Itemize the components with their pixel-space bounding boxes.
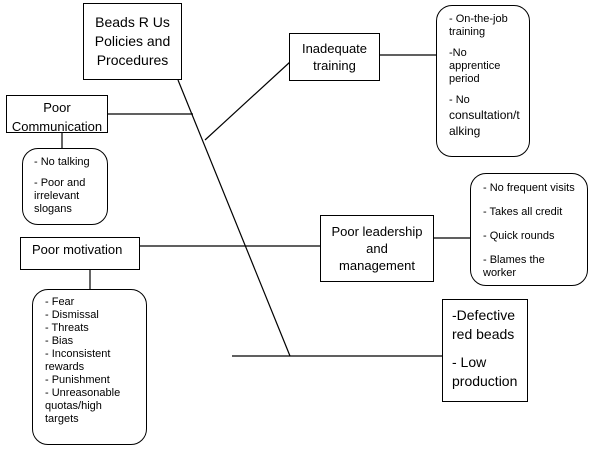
communication-details-box: - No talking - Poor and irrelevant sloga… (22, 148, 108, 225)
detail-item: training (449, 26, 486, 38)
communication-label-line: Poor (43, 100, 71, 115)
detail-item: - Quick rounds (483, 230, 555, 242)
detail-item: - Punishment (45, 374, 110, 386)
policies-label-line: Beads R Us (95, 14, 170, 30)
effect-item: production (452, 373, 518, 389)
detail-item: -No (449, 47, 467, 59)
detail-item: rewards (45, 361, 85, 373)
detail-item: targets (45, 413, 79, 425)
training-label-line: Inadequate (301, 41, 368, 56)
detail-item: apprentice (449, 60, 501, 72)
leadership-label-line: management (339, 258, 415, 273)
motivation-details-box: - Fear - Dismissal - Threats - Bias - In… (32, 289, 147, 445)
effect-item: - Low (452, 354, 487, 370)
main-bone-line (177, 79, 291, 357)
detail-item: - Blames the (483, 254, 545, 266)
detail-item: - On-the-job (449, 13, 508, 25)
training-details-box: - On-the-job training -No apprentice per… (436, 5, 530, 157)
detail-item: alking (449, 124, 481, 138)
detail-item: - No talking (34, 156, 90, 168)
cause-communication-box: Poor Communication (6, 95, 108, 133)
detail-item: - Fear (45, 296, 75, 308)
detail-item: period (449, 73, 480, 85)
policies-label-line: Procedures (96, 52, 169, 68)
detail-item: - Unreasonable (45, 387, 121, 399)
detail-item: - No frequent visits (483, 182, 575, 194)
effect-item: -Defective (452, 307, 516, 323)
detail-item: irrelevant (34, 190, 80, 202)
leadership-details-box: - No frequent visits - Takes all credit … (470, 173, 588, 286)
cause-motivation-box: Poor motivation (20, 237, 140, 270)
detail-item: - No (449, 94, 470, 106)
detail-item: - Inconsistent (45, 348, 111, 360)
effect-item: red beads (452, 326, 515, 342)
detail-item: - Threats (45, 322, 89, 334)
training-branch-line (204, 61, 291, 141)
detail-item: consultation/t (449, 108, 520, 122)
detail-item: worker (483, 267, 517, 279)
leadership-label-line: and (366, 241, 388, 256)
detail-item: - Bias (45, 335, 74, 347)
detail-item: - Poor and (34, 177, 86, 189)
detail-item: slogans (34, 203, 72, 215)
policies-label-line: Policies and (94, 33, 171, 49)
communication-label-line: Communication (11, 119, 103, 133)
cause-training-box: Inadequate training (289, 33, 380, 81)
detail-item: quotas/high (45, 400, 102, 412)
detail-item: - Takes all credit (483, 206, 563, 218)
training-label-line: training (313, 58, 356, 73)
effect-box: -Defective red beads - Low production (442, 299, 528, 402)
leadership-label-line: Poor leadership (331, 224, 423, 239)
motivation-label-line: Poor motivation (32, 242, 123, 257)
cause-leadership-box: Poor leadership and management (320, 215, 434, 282)
detail-item: - Dismissal (45, 309, 99, 321)
cause-policies-box: Beads R Us Policies and Procedures (83, 3, 182, 80)
